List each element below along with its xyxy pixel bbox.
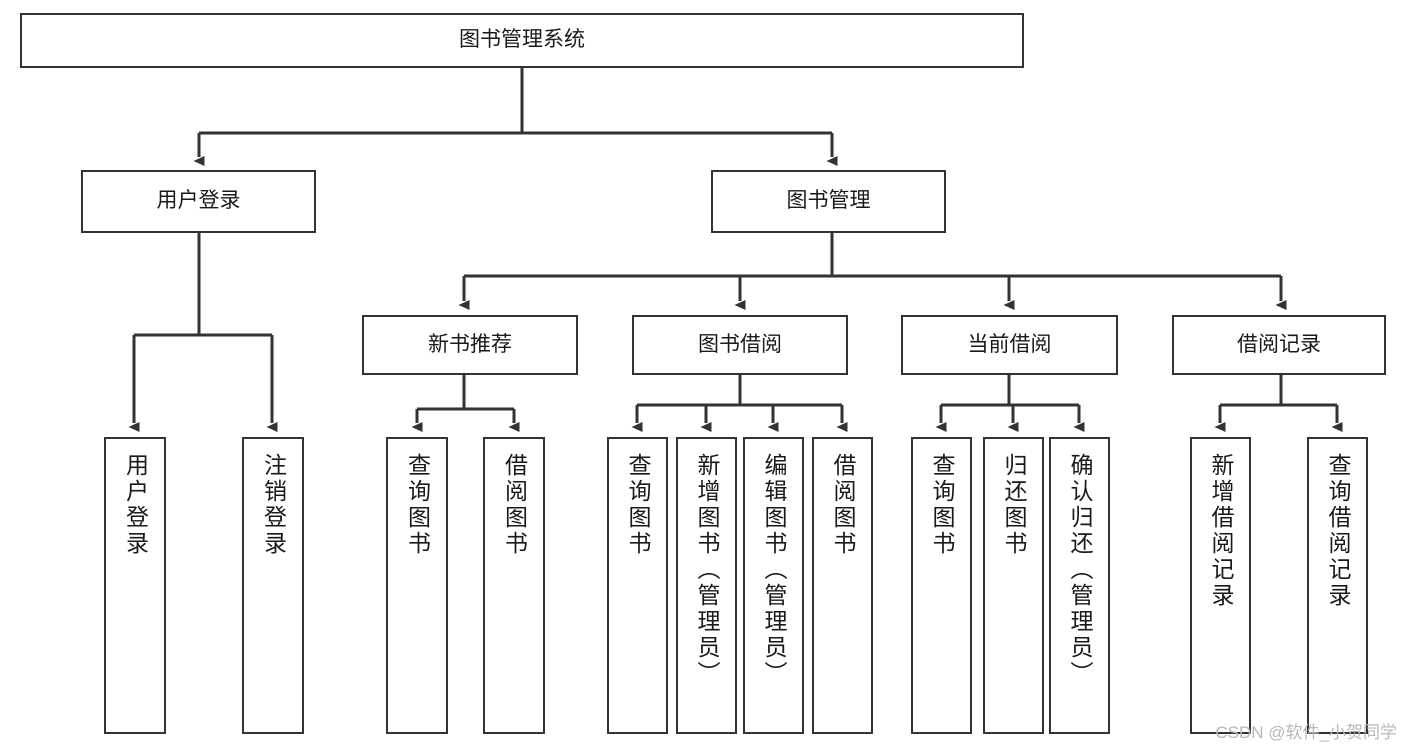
leaf-add-book-admin[interactable]: 新增图书（管理员） <box>676 437 737 734</box>
leaf-borrow-book-newbook[interactable]: 借阅图书 <box>483 437 545 734</box>
node-book-management-label: 图书管理 <box>786 189 871 213</box>
leaf-return-book-label: 归还图书 <box>1001 453 1027 557</box>
leaf-query-book-borrowing-label: 查询图书 <box>625 453 651 557</box>
leaf-return-book[interactable]: 归还图书 <box>983 437 1044 734</box>
leaf-query-book-current[interactable]: 查询图书 <box>911 437 972 734</box>
leaf-confirm-return-admin[interactable]: 确认归还（管理员） <box>1049 437 1110 734</box>
leaf-add-borrow-record[interactable]: 新增借阅记录 <box>1190 437 1251 734</box>
leaf-logout[interactable]: 注销登录 <box>242 437 304 734</box>
leaf-borrow-book-borrowing[interactable]: 借阅图书 <box>812 437 873 734</box>
leaf-query-book-newbook-label: 查询图书 <box>404 453 431 557</box>
node-current-borrowing[interactable]: 当前借阅 <box>901 315 1118 375</box>
leaf-user-login-label: 用户登录 <box>122 453 149 557</box>
leaf-query-book-borrowing[interactable]: 查询图书 <box>607 437 668 734</box>
node-book-management[interactable]: 图书管理 <box>711 170 946 233</box>
leaf-edit-book-admin-label: 编辑图书（管理员） <box>761 453 787 687</box>
node-new-book-recommendation[interactable]: 新书推荐 <box>362 315 578 375</box>
node-new-book-recommendation-label: 新书推荐 <box>428 332 512 356</box>
node-borrowing-records[interactable]: 借阅记录 <box>1172 315 1386 375</box>
node-current-borrowing-label: 当前借阅 <box>967 332 1052 356</box>
leaf-query-book-newbook[interactable]: 查询图书 <box>386 437 448 734</box>
leaf-add-book-admin-label: 新增图书（管理员） <box>694 453 720 687</box>
leaf-borrow-book-borrowing-label: 借阅图书 <box>830 453 856 557</box>
leaf-logout-label: 注销登录 <box>260 453 287 557</box>
node-book-borrowing[interactable]: 图书借阅 <box>632 315 848 375</box>
leaf-query-book-current-label: 查询图书 <box>929 453 955 557</box>
leaf-query-borrow-record-label: 查询借阅记录 <box>1325 453 1351 609</box>
node-root[interactable]: 图书管理系统 <box>20 13 1024 68</box>
leaf-add-borrow-record-label: 新增借阅记录 <box>1208 453 1234 609</box>
node-user-login-label: 用户登录 <box>156 189 241 213</box>
node-user-login[interactable]: 用户登录 <box>81 170 316 233</box>
leaf-confirm-return-admin-label: 确认归还（管理员） <box>1067 453 1093 687</box>
leaf-edit-book-admin[interactable]: 编辑图书（管理员） <box>743 437 804 734</box>
node-book-borrowing-label: 图书借阅 <box>698 332 782 356</box>
leaf-borrow-book-newbook-label: 借阅图书 <box>501 453 528 557</box>
leaf-query-borrow-record[interactable]: 查询借阅记录 <box>1307 437 1368 734</box>
node-root-label: 图书管理系统 <box>459 28 585 52</box>
leaf-user-login[interactable]: 用户登录 <box>104 437 166 734</box>
node-borrowing-records-label: 借阅记录 <box>1237 332 1321 356</box>
